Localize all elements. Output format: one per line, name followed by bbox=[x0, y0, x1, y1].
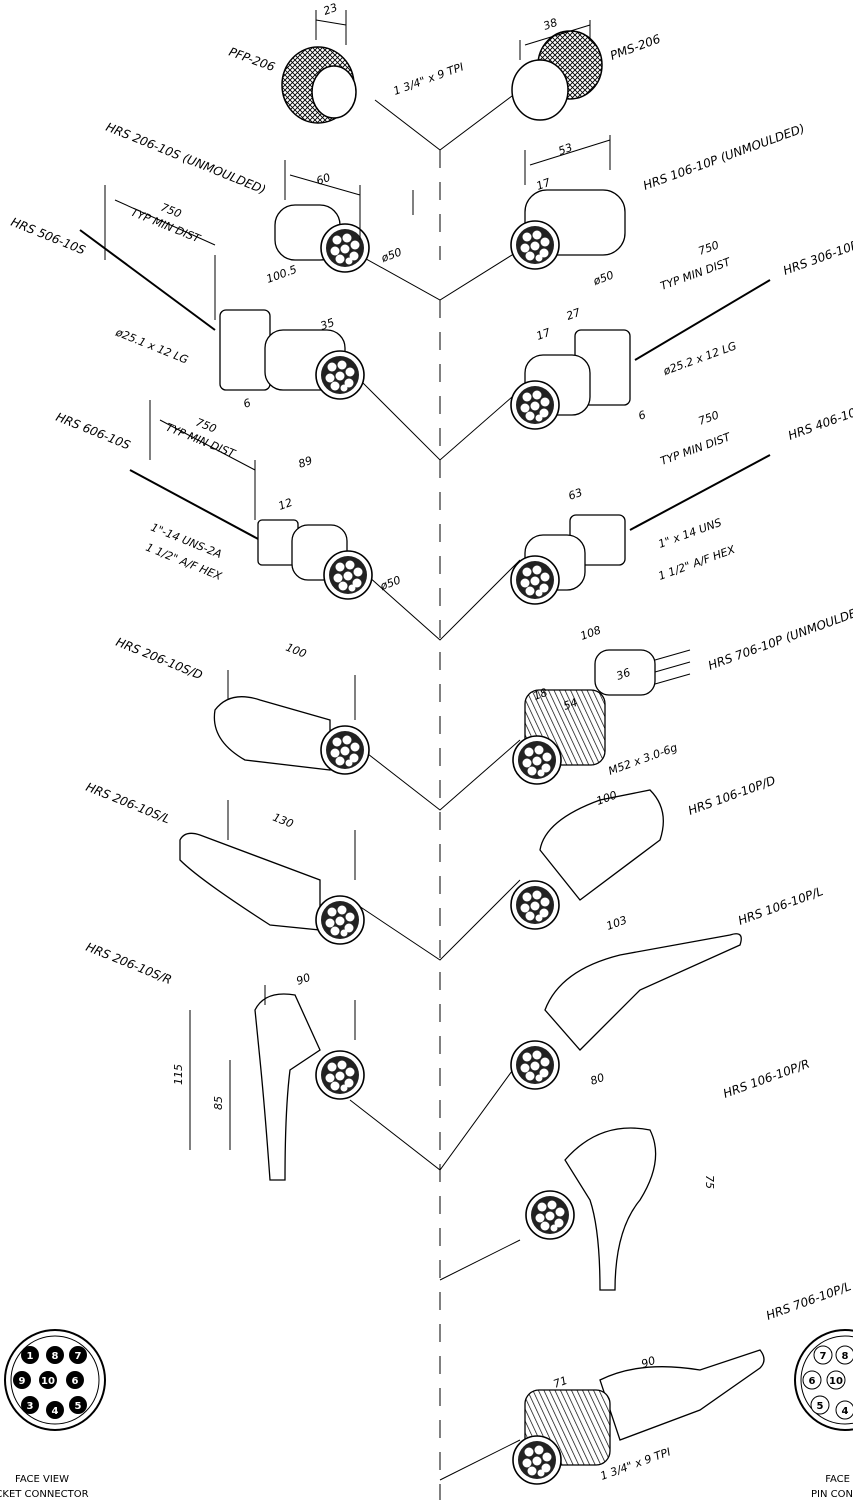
dim-label: 36 bbox=[615, 666, 633, 683]
dim-label: 12 bbox=[277, 496, 295, 513]
hrs-206-10s-r-label: HRS 206-10S/R bbox=[84, 940, 174, 987]
socket-face-view: 1 8 7 9 10 6 3 4 5 FACE VIEW CKET CONNEC… bbox=[0, 1329, 106, 1500]
pfp-206-cap bbox=[281, 10, 357, 124]
dim-label: 100 bbox=[284, 641, 308, 661]
hrs-206-10s-drawing bbox=[274, 160, 370, 273]
dim-label: 80 bbox=[589, 1071, 607, 1088]
dim-label: 1 1/2" A/F HEX bbox=[657, 543, 738, 583]
socket-pin: 10 bbox=[41, 1376, 55, 1387]
dim-label: 90 bbox=[640, 1354, 658, 1371]
pin-pin: 4 bbox=[842, 1406, 849, 1417]
hrs-106-10p-l-drawing bbox=[510, 933, 742, 1090]
hrs-206-10s-l-drawing bbox=[179, 800, 365, 945]
socket-pin: 4 bbox=[52, 1406, 59, 1417]
hrs-706-10p-l-drawing bbox=[512, 1349, 765, 1485]
dim-label: 75 bbox=[703, 1175, 716, 1189]
pms-206-label: PMS-206 bbox=[608, 32, 662, 63]
dim-label: 89 bbox=[297, 454, 315, 471]
hrs-706-10p-label: HRS 706-10P (UNMOULDED) bbox=[706, 601, 853, 673]
dim-label: ø25.2 x 12 LG bbox=[661, 339, 739, 378]
dim-label: 103 bbox=[605, 913, 629, 932]
socket-pin: 9 bbox=[19, 1376, 26, 1387]
hrs-606-10s-label: HRS 606-10S bbox=[54, 410, 133, 453]
dim-label: 6 bbox=[637, 408, 648, 423]
pms-206-cap bbox=[511, 20, 603, 121]
hrs-206-10s-r-drawing bbox=[189, 985, 365, 1181]
dim-label: 60 bbox=[315, 171, 333, 188]
hrs-106-10p-label: HRS 106-10P (UNMOULDED) bbox=[641, 121, 806, 193]
dim-label: 17 bbox=[535, 176, 553, 193]
cap-thread-dim: 1 3/4" x 9 TPI bbox=[392, 60, 466, 97]
dim-label: 100.5 bbox=[265, 263, 299, 286]
pin-face-title: FACE bbox=[825, 1474, 850, 1485]
pin-pin: 10 bbox=[829, 1376, 843, 1387]
pin-face-view: 7 8 6 10 5 4 FACE PIN CON bbox=[794, 1329, 853, 1500]
dim-label: 750 bbox=[697, 238, 721, 257]
hrs-606-10s-drawing bbox=[129, 400, 373, 600]
dim-label: M52 x 3.0-6g bbox=[607, 741, 680, 778]
dim-label: TYP MIN DIST bbox=[659, 430, 734, 468]
pin-pin: 5 bbox=[817, 1401, 824, 1412]
hrs-106-10p-r-label: HRS 106-10P/R bbox=[721, 1057, 811, 1101]
hrs-206-10s-d-drawing bbox=[213, 670, 370, 775]
socket-pin: 8 bbox=[52, 1351, 59, 1362]
pin-pin: 8 bbox=[842, 1351, 849, 1362]
hrs-306-10p-drawing bbox=[510, 279, 771, 430]
hrs-106-10p-d-drawing bbox=[510, 789, 664, 930]
hrs-106-10p-l-label: HRS 106-10P/L bbox=[736, 884, 825, 928]
dim-label: 6 bbox=[242, 396, 253, 411]
socket-face-title: FACE VIEW bbox=[15, 1474, 69, 1485]
dim-label: 27 bbox=[565, 306, 583, 323]
dim-label: ø25.1 x 12 LG bbox=[113, 325, 190, 366]
hrs-406-10p-label: HRS 406-10P bbox=[786, 403, 853, 443]
dim-label: TYP MIN DIST bbox=[659, 255, 734, 293]
socket-pin: 3 bbox=[27, 1401, 34, 1412]
dim-label: 130 bbox=[271, 811, 295, 831]
hrs-706-10p-drawing bbox=[512, 649, 691, 785]
pin-pin: 7 bbox=[820, 1351, 827, 1362]
pin-face-subtitle: PIN CON bbox=[811, 1489, 853, 1500]
hrs-306-10p-label: HRS 306-10P bbox=[781, 238, 853, 278]
dim-label: ø50 bbox=[591, 269, 616, 289]
hrs-206-10s-d-label: HRS 206-10S/D bbox=[114, 635, 205, 683]
socket-pin: 6 bbox=[72, 1376, 79, 1387]
dim-label: 17 bbox=[535, 326, 553, 343]
hrs-706-10p-l-label: HRS 706-10P/L bbox=[764, 1279, 853, 1323]
dim-label: 1" x 14 UNS bbox=[657, 516, 724, 551]
dim-label: ø50 bbox=[379, 246, 404, 266]
dim-label: 90 bbox=[295, 971, 313, 988]
hrs-106-10p-r-drawing bbox=[525, 1127, 657, 1291]
dim-label: 85 bbox=[212, 1096, 225, 1110]
pfp-206-dim: 23 bbox=[322, 1, 340, 18]
dim-label: 108 bbox=[579, 623, 603, 642]
dim-label: 35 bbox=[319, 316, 337, 333]
socket-pin: 7 bbox=[75, 1351, 82, 1362]
pfp-206-label: PFP-206 bbox=[227, 45, 277, 75]
dim-label: 63 bbox=[567, 486, 585, 503]
dim-label: 54 bbox=[562, 696, 580, 713]
socket-face-subtitle: CKET CONNECTOR bbox=[0, 1489, 89, 1500]
hrs-406-10p-drawing bbox=[510, 454, 771, 605]
socket-pin: 5 bbox=[75, 1401, 82, 1412]
pin-pin: 6 bbox=[809, 1376, 816, 1387]
dim-label: 750 bbox=[697, 408, 721, 427]
pms-206-dim: 38 bbox=[542, 16, 560, 33]
hrs-206-10s-l-label: HRS 206-10S/L bbox=[84, 780, 172, 827]
dim-label: 53 bbox=[557, 141, 575, 158]
hrs-506-10s-drawing bbox=[79, 185, 365, 400]
hrs-206-10s-label: HRS 206-10S (UNMOULDED) bbox=[104, 120, 268, 197]
center-axis bbox=[349, 89, 521, 1500]
hrs-106-10p-drawing bbox=[510, 135, 626, 270]
dim-label: 18 bbox=[532, 686, 550, 703]
socket-pin: 1 bbox=[27, 1351, 34, 1362]
hrs-106-10p-d-label: HRS 106-10P/D bbox=[686, 773, 777, 818]
hrs-506-10s-label: HRS 506-10S bbox=[9, 215, 88, 258]
dim-label: ø50 bbox=[378, 574, 403, 594]
dim-label: 71 bbox=[552, 1374, 570, 1391]
dim-label: 115 bbox=[172, 1064, 185, 1085]
